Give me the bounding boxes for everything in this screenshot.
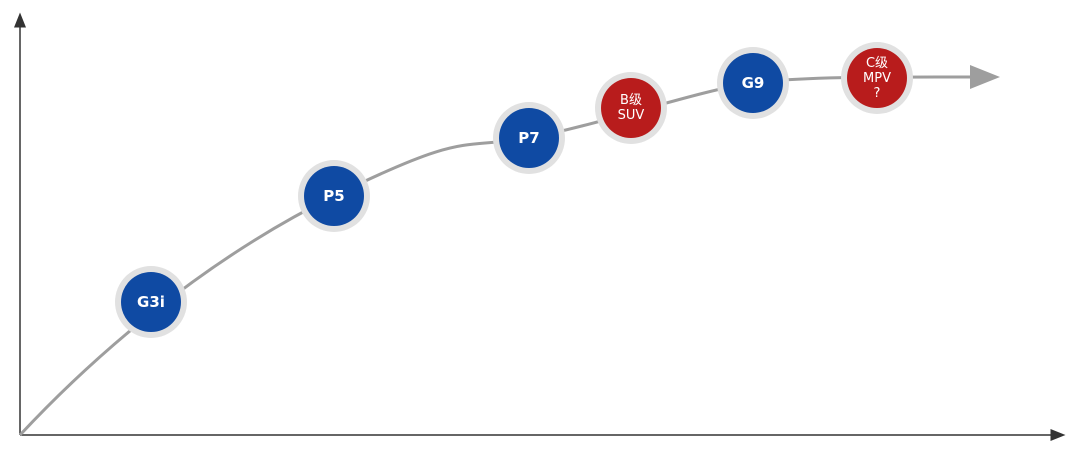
node-label: B级 SUV	[601, 78, 661, 138]
node-c-mpv: C级 MPV ?	[841, 42, 913, 114]
node-g9: G9	[717, 47, 789, 119]
node-label: G9	[723, 53, 783, 113]
node-label: G3i	[121, 272, 181, 332]
node-b-suv: B级 SUV	[595, 72, 667, 144]
node-label: P7	[499, 108, 559, 168]
node-label: P5	[304, 166, 364, 226]
node-label: C级 MPV ?	[847, 48, 907, 108]
node-p5: P5	[298, 160, 370, 232]
node-p7: P7	[493, 102, 565, 174]
node-g3i: G3i	[115, 266, 187, 338]
